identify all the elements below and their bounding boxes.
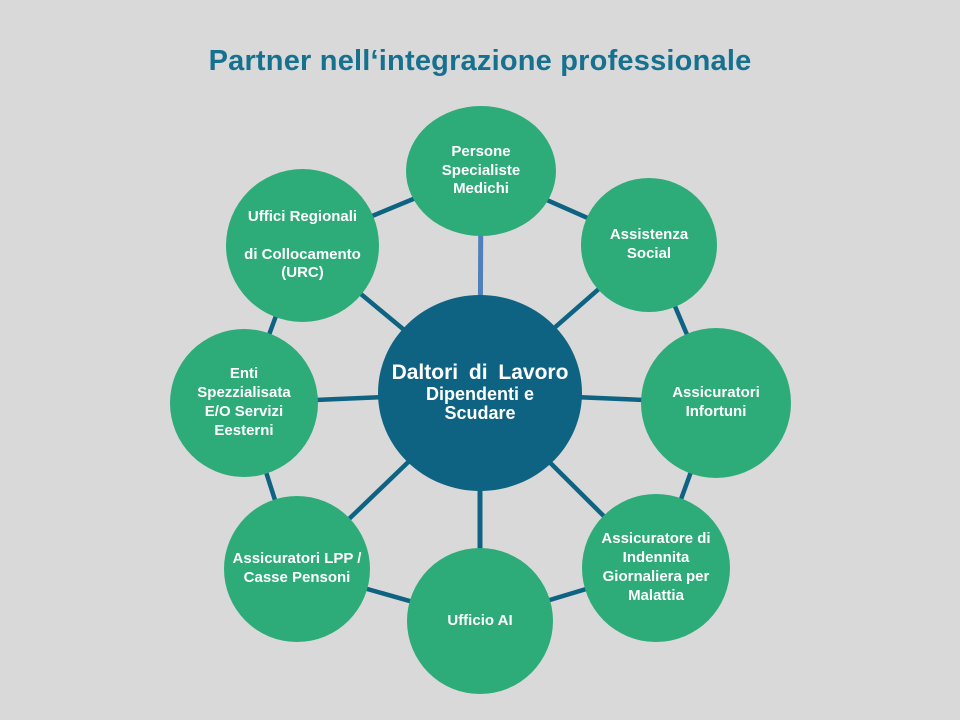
node-assicuratore-indennita-malattia: Assicuratore di Indennita Giornaliera pe… [582,494,730,642]
node-assicuratori-infortuni: Assicuratori Infortuni [641,328,791,478]
node-label: Uffici Regionali di Collocamento (URC) [244,207,361,282]
node-uffici-regionali-collocamento: Uffici Regionali di Collocamento (URC) [226,169,379,322]
center-node-label-primary: Daltori di Lavoro [391,361,569,385]
node-label: Enti Spezzialisata E/O Servizi Eesterni [197,365,291,439]
node-label: Assicuratore di Indennita Giornaliera pe… [601,530,711,604]
node-persone-specialiste-medichi: Persone Specialiste Medichi [406,106,556,236]
node-label: Ufficio AI [447,611,513,629]
node-enti-specializzati-servizi-esterni: Enti Spezzialisata E/O Servizi Eesterni [170,329,318,477]
node-assistenza-social: Assistenza Social [581,178,717,312]
node-ufficio-ai: Ufficio AI [407,548,553,694]
center-node: Daltori di Lavoro Dipendenti e Scudare [378,295,582,491]
node-label: Assicuratori Infortuni [672,384,760,420]
page-title: Partner nell‘integrazione professionale [208,45,752,77]
node-label: Assicuratori LPP / Casse Pensoni [232,550,362,586]
node-label: Assistenza Social [609,226,689,262]
node-assicuratori-lpp-casse-pensoni: Assicuratori LPP / Casse Pensoni [224,496,370,642]
node-label: Persone Specialiste Medichi [441,142,521,198]
center-node-label-secondary: Dipendenti e Scudare [425,383,534,424]
